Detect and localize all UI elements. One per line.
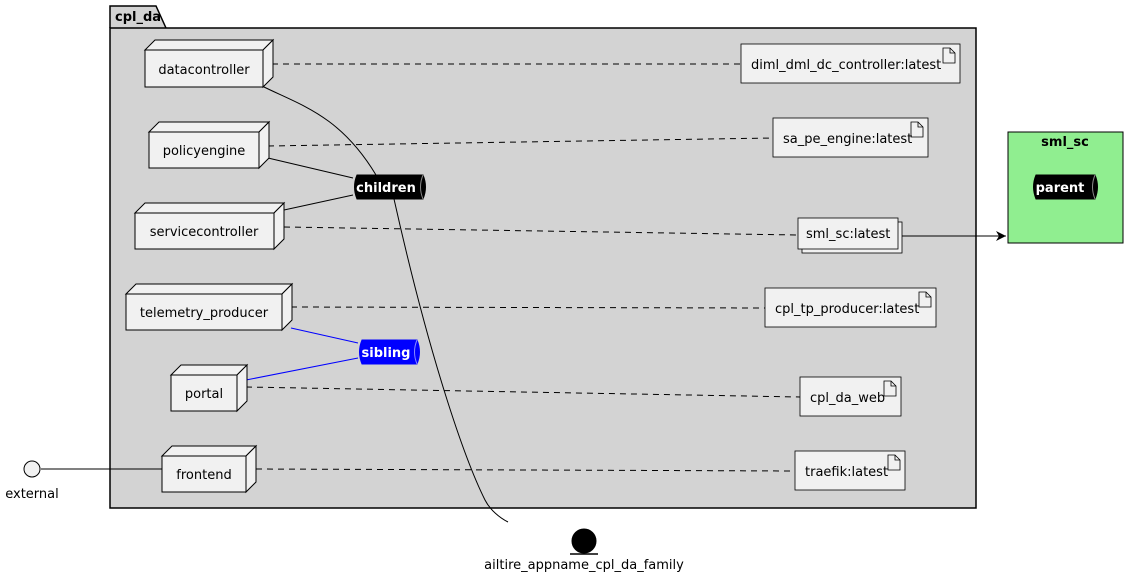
- artifact-label: traefik:latest: [805, 465, 888, 480]
- node-label: frontend: [176, 468, 231, 483]
- node-policyengine[interactable]: policyengine: [147, 120, 271, 170]
- link-tp-artifact: [290, 306, 766, 309]
- link-pe-artifact: [267, 137, 774, 147]
- endpoint-family[interactable]: ailtire_appname_cpl_da_family: [484, 528, 684, 573]
- artifact-icon: [883, 380, 897, 397]
- node-label: policyengine: [163, 144, 246, 159]
- node-datacontroller[interactable]: datacontroller: [143, 38, 275, 89]
- artifact-label: diml_dml_dc_controller:latest: [751, 58, 941, 73]
- connections: [41, 63, 1006, 523]
- artifact-sc-stack[interactable]: sml_sc:latest: [797, 217, 903, 254]
- queue-label: sibling: [362, 346, 411, 361]
- artifact-icon: [942, 47, 956, 64]
- link-children-endpoint: [393, 198, 509, 523]
- component-sml-sc[interactable]: sml_sc parent: [1007, 131, 1124, 244]
- artifact-frontend[interactable]: traefik:latest: [794, 450, 906, 491]
- node-frontend[interactable]: frontend: [160, 444, 258, 494]
- queue-label: parent: [1036, 181, 1085, 196]
- artifact-icon: [910, 121, 924, 138]
- queue-parent[interactable]: parent: [1033, 174, 1098, 200]
- node-label: datacontroller: [158, 63, 250, 78]
- interface-label: external: [5, 487, 59, 502]
- artifact-icon: [887, 454, 901, 471]
- artifact-label: sa_pe_engine:latest: [783, 132, 912, 147]
- node-label: portal: [185, 387, 223, 402]
- node-label: telemetry_producer: [140, 306, 269, 321]
- artifact-portal[interactable]: cpl_da_web: [799, 376, 902, 417]
- node-portal[interactable]: portal: [169, 363, 249, 413]
- artifact-label: cpl_tp_producer:latest: [775, 302, 919, 317]
- component-title: sml_sc: [1041, 135, 1089, 150]
- link-sc-artifact: [283, 226, 799, 236]
- link-portal-sibling: [245, 357, 359, 381]
- interface-external[interactable]: external: [5, 460, 59, 502]
- artifact-dc[interactable]: diml_dml_dc_controller:latest: [740, 43, 961, 84]
- queue-label: children: [356, 181, 416, 196]
- artifact-label: sml_sc:latest: [806, 227, 890, 242]
- artifact-label: cpl_da_web: [810, 391, 885, 406]
- link-portal-artifact: [245, 386, 801, 398]
- package-cpl-da: cpl_da: [109, 5, 977, 509]
- node-telemetry-producer[interactable]: telemetry_producer: [124, 282, 294, 332]
- artifact-icon: [918, 291, 932, 308]
- node-label: servicecontroller: [150, 225, 259, 240]
- queue-sibling[interactable]: sibling: [359, 339, 420, 365]
- queue-children[interactable]: children: [354, 174, 426, 200]
- endpoint-label: ailtire_appname_cpl_da_family: [484, 558, 684, 573]
- package-title: cpl_da: [115, 10, 161, 25]
- link-tp-sibling: [290, 327, 359, 344]
- node-servicecontroller[interactable]: servicecontroller: [133, 201, 286, 251]
- link-sc-children: [283, 194, 354, 211]
- artifact-pe[interactable]: sa_pe_engine:latest: [772, 117, 929, 158]
- link-dc-children: [261, 85, 377, 176]
- link-frontend-artifact: [255, 468, 796, 472]
- link-pe-children: [267, 157, 354, 179]
- artifact-tp[interactable]: cpl_tp_producer:latest: [764, 287, 937, 328]
